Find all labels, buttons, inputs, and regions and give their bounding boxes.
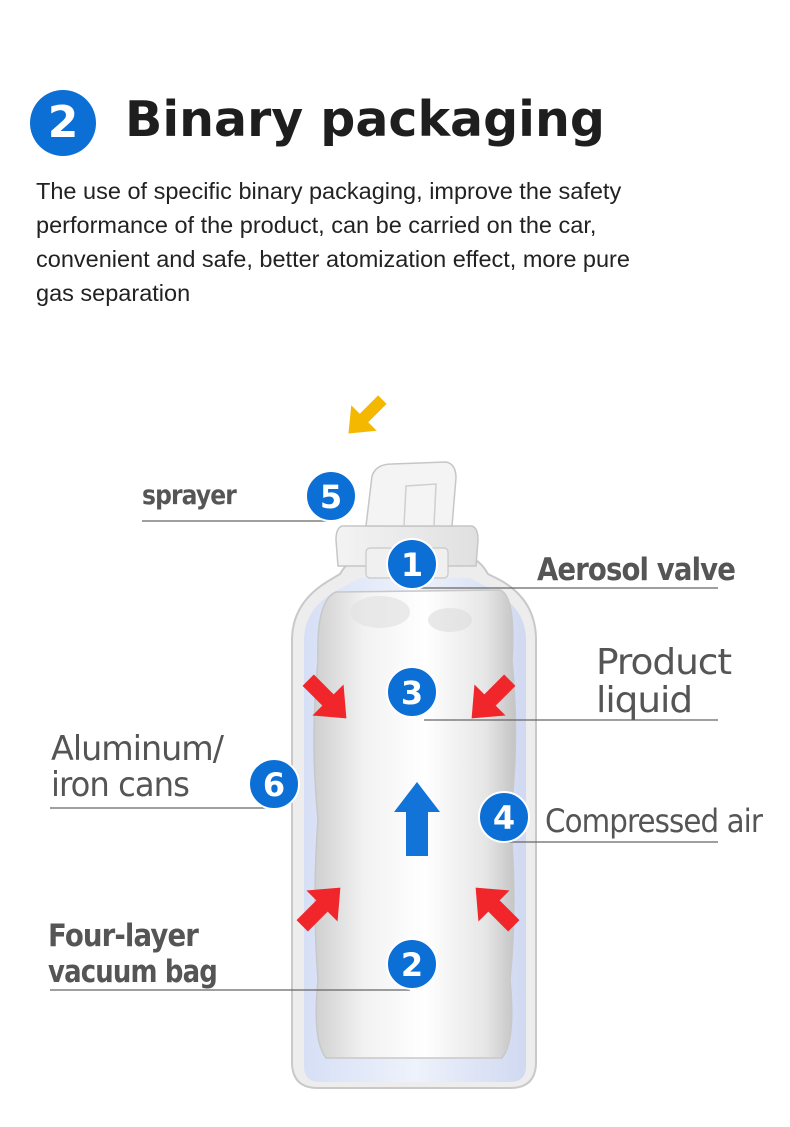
spray-direction-arrow [348,395,387,434]
marker-1-text: 1 [401,546,423,584]
marker-2: 2 [386,938,438,990]
pressure-arrow-bottom-right [475,887,520,932]
marker-2-text: 2 [401,946,423,984]
label-four-layer-line1: Four-layer [48,918,200,954]
label-product-liquid-line1: Product [596,642,732,683]
label-product-liquid-line2: liquid [596,680,692,721]
marker-6-text: 6 [263,766,285,804]
section-description: The use of specific binary packaging, im… [36,178,630,306]
liquid-flow-arrow [394,782,440,856]
pressure-arrow-top-right [471,674,516,719]
marker-4: 4 [478,791,530,843]
label-sprayer: sprayer [142,480,237,511]
marker-1: 1 [386,538,438,590]
marker-5: 5 [305,470,357,522]
pressure-arrow-bottom-left [296,887,341,932]
marker-4-text: 4 [493,799,515,837]
marker-6: 6 [248,758,300,810]
label-aluminum-line1: Aluminum/ [51,729,225,769]
label-aerosol-valve: Aerosol valve [537,552,735,588]
leader-lines [50,520,718,991]
marker-3: 3 [386,666,438,718]
marker-3-text: 3 [401,674,423,712]
section-header: 2 Binary packaging [30,84,770,160]
section-number-badge: 2 [30,90,96,156]
label-four-layer-line2: vacuum bag [48,954,217,990]
marker-5-text: 5 [320,478,342,516]
label-aluminum-line2: iron cans [51,765,189,805]
section-title: Binary packaging [125,91,605,148]
pressure-arrow-top-left [302,674,347,719]
label-compressed-air: Compressed air [545,802,764,840]
